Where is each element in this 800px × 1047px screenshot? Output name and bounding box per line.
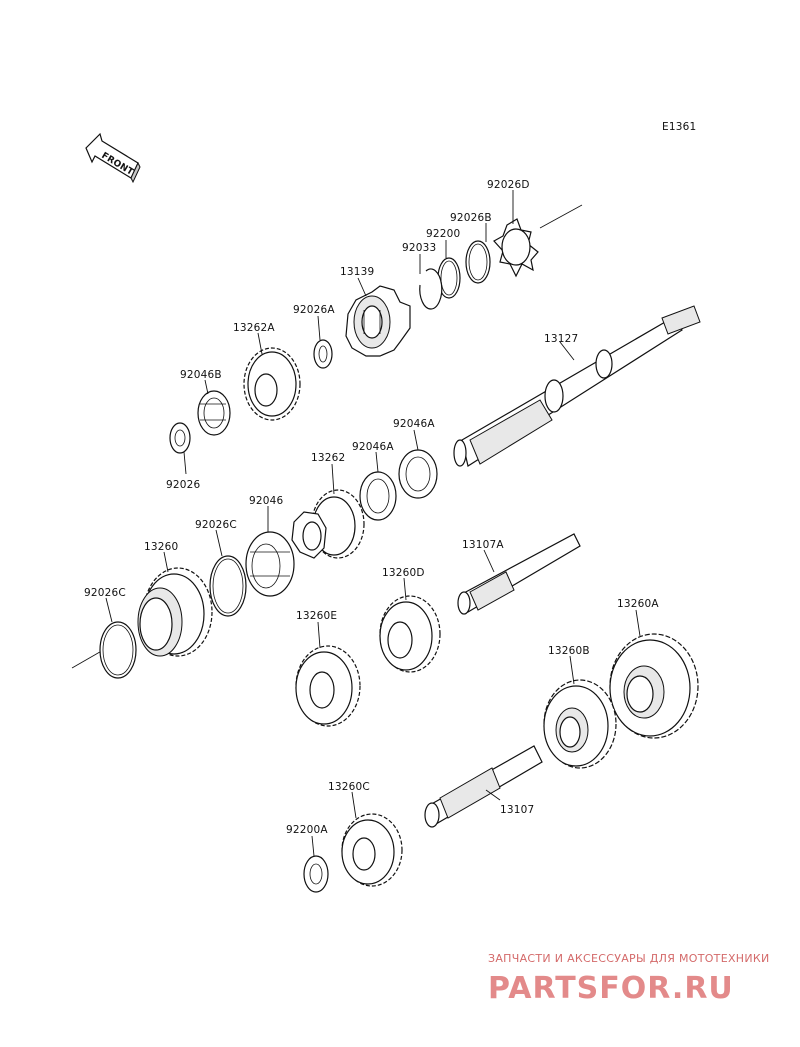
label-92026: 92026 [166, 479, 201, 491]
part-92026C-ring-2 [99, 621, 137, 679]
part-92026D-tab-washer [493, 218, 539, 278]
label-92026B: 92026B [450, 212, 492, 224]
label-92026D: 92026D [487, 179, 530, 191]
part-92046A-bearing-1 [398, 449, 438, 499]
label-13262A: 13262A [233, 322, 275, 334]
label-92046: 92046 [249, 495, 284, 507]
part-13260D-gear [379, 595, 441, 673]
part-13107-shaft [424, 745, 543, 828]
label-13139: 13139 [340, 266, 374, 278]
label-13107: 13107 [500, 804, 534, 816]
label-13127: 13127 [544, 333, 578, 345]
label-92026C-1: 92026C [195, 519, 237, 531]
part-92046-bearing [245, 531, 295, 597]
part-13262-gear [291, 489, 365, 559]
part-13260B-gear [543, 679, 617, 769]
axis-line-upper [539, 204, 583, 229]
label-13260A: 13260A [617, 598, 659, 610]
part-13262A-gear [243, 347, 301, 421]
part-13260A-gear [609, 633, 699, 739]
part-92200A-washer [303, 855, 329, 893]
label-13260B: 13260B [548, 645, 590, 657]
part-92026B-ring [465, 240, 491, 284]
label-92200A: 92200A [286, 824, 328, 836]
part-13260C-gear [341, 813, 403, 887]
watermark-tagline: ЗАПЧАСТИ И АКСЕССУАРЫ ДЛЯ МОТОТЕХНИКИ [488, 952, 770, 965]
part-92046A-bearing-2 [359, 471, 397, 521]
part-92026A-washer [313, 339, 333, 369]
label-13260E: 13260E [296, 610, 337, 622]
label-92046B: 92046B [180, 369, 222, 381]
label-13262: 13262 [311, 452, 345, 464]
label-92046A-2: 92046A [352, 441, 394, 453]
part-13107A-shaft [457, 533, 581, 615]
part-92046B-needle-bearing [197, 390, 231, 436]
part-13127-main-shaft [453, 305, 701, 467]
label-13260D: 13260D [382, 567, 425, 579]
diagram-code: E1361 [662, 121, 696, 133]
part-92026-washer [169, 422, 191, 454]
front-arrow-icon: FRONT [85, 132, 141, 184]
label-92026A: 92026A [293, 304, 335, 316]
part-92026C-ring-1 [209, 555, 247, 617]
label-13260: 13260 [144, 541, 178, 553]
part-13260-gear [137, 567, 213, 657]
label-92026C-2: 92026C [84, 587, 126, 599]
part-13139-dog-hub [345, 285, 411, 357]
label-92200: 92200 [426, 228, 460, 240]
watermark-brand: PARTSFOR.RU [488, 971, 734, 1006]
part-13260E-gear [295, 645, 361, 727]
label-92033: 92033 [402, 242, 436, 254]
label-13107A: 13107A [462, 539, 504, 551]
label-92046A-1: 92046A [393, 418, 435, 430]
part-92033-circlip [419, 268, 443, 310]
label-13260C: 13260C [328, 781, 370, 793]
